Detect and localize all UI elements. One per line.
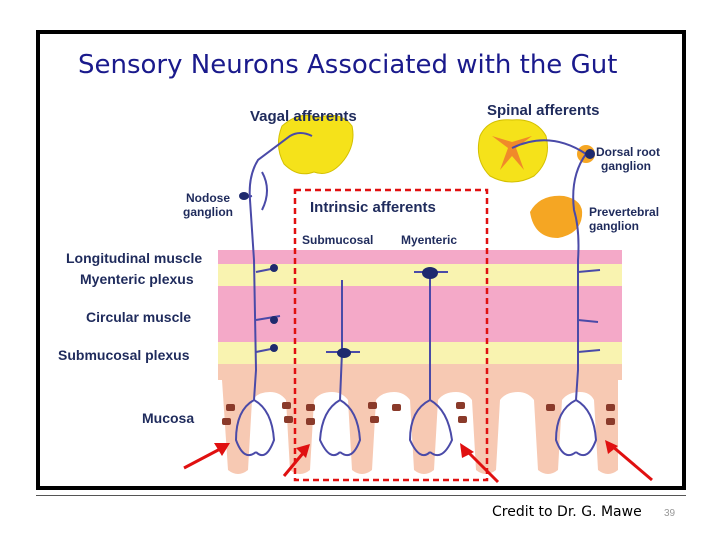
nodose-bracket [241, 171, 268, 211]
layer-myenteric-plexus [218, 264, 622, 286]
drg-cell [585, 149, 595, 159]
page-number: 39 [664, 508, 676, 519]
page-title: Sensory Neurons Associated with the Gut [78, 50, 618, 80]
submucosal-intrinsic-fiber [318, 280, 362, 456]
intrinsic-afferents-box [293, 188, 489, 482]
arrow-vagal-head [214, 443, 230, 456]
label-myenteric: Myenteric [401, 233, 457, 247]
enteroendocrine-cell [606, 418, 615, 425]
layer-longitudinal-muscle [218, 250, 622, 264]
enteroendocrine-cell [282, 402, 291, 409]
arrow-myenteric [464, 448, 500, 484]
enteroendocrine-cell [456, 402, 465, 409]
spinal-gray-matter [492, 136, 532, 170]
label-longitudinal-muscle: Longitudinal muscle [66, 250, 202, 266]
enteroendocrine-cell [306, 404, 315, 411]
label-dorsal-ganglion: ganglion [601, 159, 651, 173]
credit-text: Credit to Dr. G. Mawe [492, 504, 642, 520]
enteroendocrine-cell [368, 402, 377, 409]
layer-mucosa [218, 364, 622, 474]
vagal-afferent-fiber [234, 132, 313, 456]
label-mucosa: Mucosa [142, 410, 194, 426]
nodose-ganglion-cell [239, 192, 249, 200]
layer-submucosal-plexus [218, 342, 622, 364]
label-circular-muscle: Circular muscle [86, 309, 191, 325]
arrow-vagal [183, 446, 223, 470]
arrow-myenteric-head [460, 443, 474, 458]
enteroendocrine-cell [306, 418, 315, 425]
enteroendocrine-cell [222, 418, 231, 425]
label-submucosal-plexus: Submucosal plexus [58, 347, 190, 363]
myenteric-neuron-soma [422, 267, 438, 279]
enteroendocrine-cell [546, 404, 555, 411]
arrow-submucosal-head [296, 444, 310, 458]
label-submucosal: Submucosal [302, 233, 373, 247]
label-nodose-ganglion: ganglion [183, 205, 233, 219]
arrow-spinal [611, 444, 653, 482]
enteroendocrine-cell [392, 404, 401, 411]
enteroendocrine-cell [606, 404, 615, 411]
enteroendocrine-cell [458, 416, 467, 423]
label-nodose: Nodose [186, 191, 230, 205]
prevertebral-ganglion [530, 195, 583, 238]
label-prevertebral: Prevertebral [589, 205, 659, 219]
label-intrinsic-afferents: Intrinsic afferents [310, 199, 436, 216]
label-prevertebral-ganglion: ganglion [589, 219, 639, 233]
enteroendocrine-cell [226, 404, 235, 411]
label-vagal-afferents: Vagal afferents [250, 108, 357, 125]
arrow-submucosal [282, 451, 306, 477]
vagal-brainstem-section [278, 114, 354, 175]
plexus-dot [270, 316, 278, 324]
label-dorsal-root: Dorsal root [596, 145, 660, 159]
spinal-afferent-fiber [511, 139, 598, 456]
arrow-spinal-head [605, 440, 618, 454]
enteroendocrine-cell [370, 416, 379, 423]
submucosal-neuron-soma [337, 348, 351, 358]
plexus-dot [270, 344, 278, 352]
label-spinal-afferents: Spinal afferents [487, 102, 600, 119]
label-myenteric-plexus: Myenteric plexus [80, 271, 194, 287]
layer-circular-muscle [218, 286, 622, 342]
enteroendocrine-cell [284, 416, 293, 423]
plexus-dot [270, 264, 278, 272]
branch-spinal-right [577, 269, 601, 353]
footer-divider [36, 495, 686, 496]
